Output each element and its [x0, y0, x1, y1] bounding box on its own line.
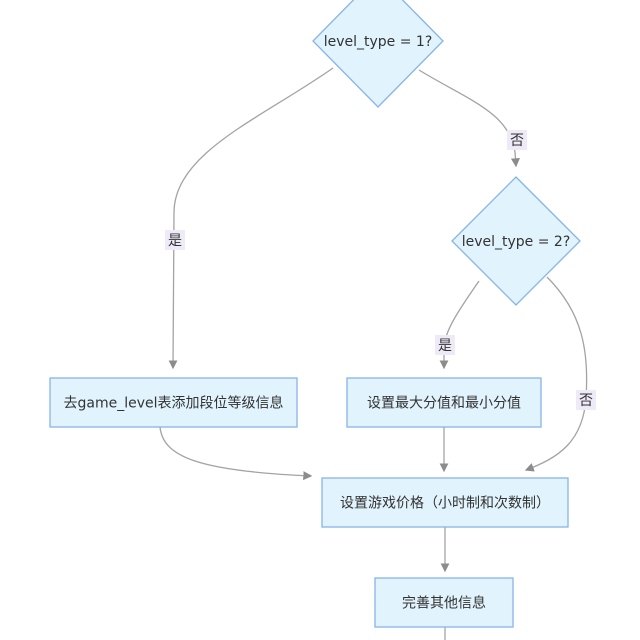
node-label: 设置最大分值和最小分值 — [367, 396, 521, 412]
edge-process1-process3 — [159, 426, 313, 481]
node-process-set-price: 设置游戏价格（小时制和次数制） — [321, 477, 569, 528]
process-box — [346, 377, 542, 428]
node-label: 完善其他信息 — [402, 595, 486, 612]
edge-decision1-yes — [168, 67, 334, 370]
edge-label-text: 否 — [579, 393, 593, 409]
edge-label-bg — [435, 335, 455, 355]
edge-label-yes-1: 是 — [165, 230, 185, 250]
process-box — [49, 377, 298, 428]
edge-label-no-1: 否 — [507, 130, 527, 150]
node-label: level_type = 1? — [324, 34, 433, 50]
edge-label-yes-2: 是 — [435, 335, 455, 355]
edge-label-no-2: 否 — [576, 390, 596, 410]
node-decision-level-type-1: level_type = 1? — [312, 0, 444, 108]
node-process-add-game-level: 去game_level表添加段位等级信息 — [49, 377, 298, 428]
process-box — [374, 577, 514, 628]
edge-label-bg — [507, 130, 527, 150]
node-process-set-score: 设置最大分值和最小分值 — [346, 377, 542, 428]
node-process-complete-info: 完善其他信息 — [374, 577, 514, 628]
node-label: level_type = 2? — [462, 234, 571, 250]
node-group: level_type = 1? level_type = 2? 去game_le… — [49, 0, 581, 628]
edge-label-group: 是 否 是 否 — [165, 130, 596, 410]
edge-decision2-no — [524, 276, 588, 472]
edge-group — [159, 67, 588, 640]
node-label: 去game_level表添加段位等级信息 — [63, 395, 283, 412]
process-box — [321, 477, 569, 528]
edge-label-bg — [165, 230, 185, 250]
node-decision-level-type-2: level_type = 2? — [451, 176, 581, 306]
edge-label-text: 是 — [438, 338, 452, 354]
node-label: 设置游戏价格（小时制和次数制） — [340, 496, 550, 512]
edge-label-text: 否 — [510, 133, 524, 149]
edge-label-text: 是 — [168, 233, 182, 249]
edge-label-bg — [576, 390, 596, 410]
edge-decision1-no — [418, 69, 520, 168]
decision-diamond — [451, 176, 581, 306]
decision-diamond — [312, 0, 444, 108]
